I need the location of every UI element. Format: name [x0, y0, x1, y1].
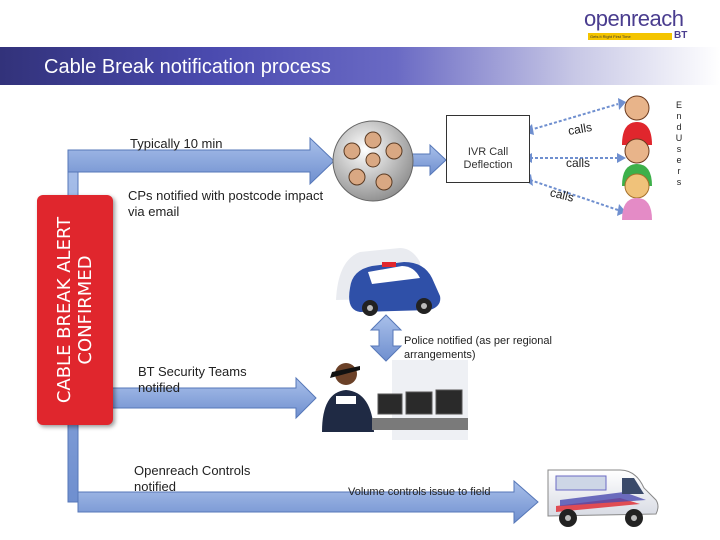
people-group-icon	[332, 120, 414, 202]
arrow-to-ivr	[411, 143, 447, 177]
police-double-arrow	[369, 314, 403, 362]
label-police-notified: Police notified (as per regional arrange…	[404, 335, 552, 361]
label-typical-time: Typically 10 min	[130, 136, 223, 151]
alert-line-1: CABLE BREAK ALERT	[54, 216, 75, 404]
ivr-call-deflection-box: IVR Call Deflection	[446, 115, 530, 183]
cable-break-alert-label: CABLE BREAK ALERT CONFIRMED	[54, 195, 96, 425]
arrow-to-cps	[67, 136, 335, 186]
title-bar	[0, 47, 720, 85]
user-red-icon	[622, 95, 652, 145]
bt-logo: BT	[674, 30, 688, 41]
arrow-to-van	[77, 479, 539, 525]
label-controls-notified: Openreach Controls notified	[134, 463, 251, 494]
user-pink-icon	[622, 173, 652, 220]
alert-line-2: CONFIRMED	[75, 255, 96, 365]
label-volume-controls: Volume controls issue to field	[348, 486, 491, 498]
police-car-icon	[336, 248, 441, 316]
page-title: Cable Break notification process	[44, 56, 331, 78]
arrow-to-security	[77, 376, 317, 420]
openreach-logo: openreach	[584, 6, 684, 31]
label-security-notified: BT Security Teams notified	[138, 364, 247, 395]
security-guard-icon	[322, 360, 468, 440]
logo-tagline: Gets it Right First Time	[588, 33, 672, 40]
label-cps-notified: CPs notified with postcode impact via em…	[128, 188, 324, 219]
openreach-van-icon	[547, 469, 659, 527]
cable-break-alert-box	[37, 195, 113, 425]
calls-label-2: calls	[566, 156, 591, 170]
